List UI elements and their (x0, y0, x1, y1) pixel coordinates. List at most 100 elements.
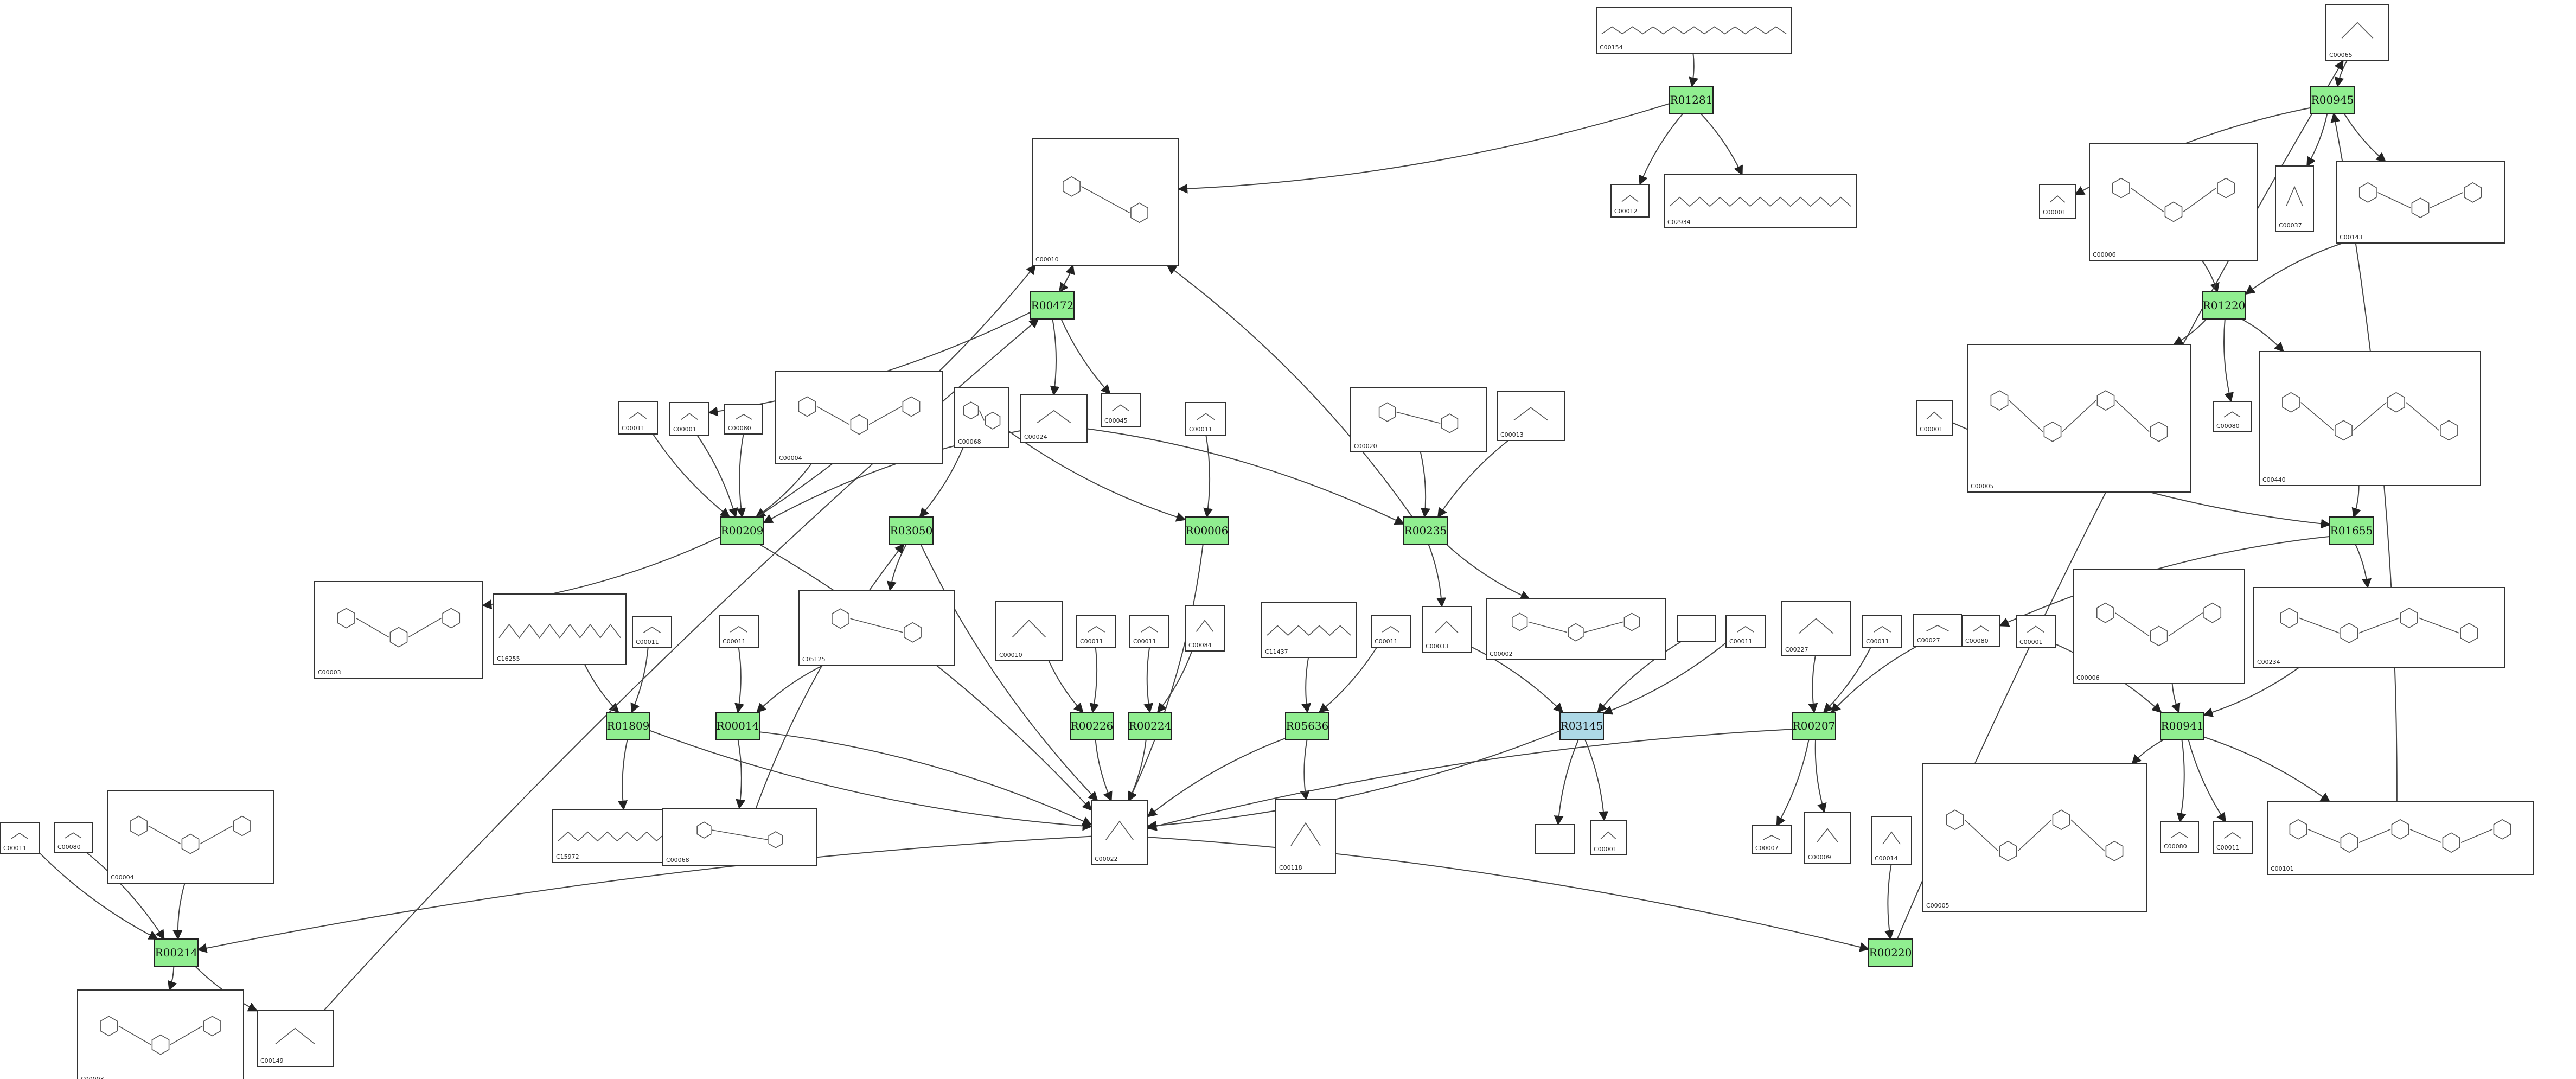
reaction-r05636[interactable]: R05636 (1285, 712, 1329, 740)
compound-label: C00006 (2076, 674, 2100, 681)
compound-c00004b[interactable]: C00004 (107, 790, 274, 884)
compound-c00003a[interactable]: C00003 (314, 581, 483, 679)
compound-c11437[interactable]: C11437 (1261, 602, 1357, 658)
compound-blank1[interactable] (1677, 615, 1716, 642)
compound-c00011a[interactable]: C00011 (618, 401, 658, 435)
compound-label: C00011 (636, 639, 659, 646)
compound-c00002[interactable]: C00002 (1486, 598, 1666, 660)
compound-c00154[interactable]: C00154 (1596, 7, 1792, 54)
reaction-r03145[interactable]: R03145 (1559, 712, 1604, 740)
compound-c00068[interactable]: C00068 (954, 387, 1009, 448)
reaction-r00941[interactable]: R00941 (2160, 712, 2204, 740)
compound-c00001d[interactable]: C00001 (2016, 615, 2056, 648)
reaction-r01220[interactable]: R01220 (2202, 291, 2246, 320)
compound-c00011f[interactable]: C00011 (1129, 615, 1169, 648)
compound-c00010[interactable]: C00010 (1032, 138, 1179, 266)
reaction-label: R00006 (1186, 524, 1229, 537)
compound-c00011c[interactable]: C00011 (632, 616, 672, 648)
structure-sketch-icon (1267, 625, 1351, 636)
compound-c00440[interactable]: C00440 (2259, 351, 2481, 486)
reaction-r00014[interactable]: R00014 (715, 712, 760, 740)
reaction-r00006[interactable]: R00006 (1185, 516, 1229, 545)
compound-c00011i[interactable]: C00011 (1862, 615, 1902, 648)
compound-c00022[interactable]: C00022 (1091, 800, 1148, 865)
edge-c_C00068b-r_R03050 (755, 543, 905, 809)
compound-c00004a[interactable]: C00004 (775, 371, 943, 464)
reaction-r00207[interactable]: R00207 (1792, 712, 1836, 740)
reaction-r00220[interactable]: R00220 (1868, 938, 1913, 967)
compound-c00080a[interactable]: C00080 (724, 404, 763, 435)
compound-c00013[interactable]: C00013 (1497, 391, 1565, 441)
compound-c00006a[interactable]: C00006 (2089, 143, 2258, 261)
structure-sketch-icon (1197, 413, 1215, 420)
compound-c05125[interactable]: C05125 (798, 590, 955, 666)
compound-box (107, 790, 274, 884)
compound-c00020[interactable]: C00020 (1350, 387, 1487, 452)
reaction-r01655[interactable]: R01655 (2329, 516, 2374, 545)
compound-c00011e[interactable]: C00011 (1076, 615, 1116, 648)
compound-c00037[interactable]: C00037 (2275, 165, 2314, 232)
compound-c00068b[interactable]: C00068 (662, 808, 817, 866)
compound-c00001a[interactable]: C00001 (2039, 184, 2076, 219)
compound-label: C00065 (2329, 52, 2353, 59)
reaction-r00226[interactable]: R00226 (1070, 712, 1114, 740)
compound-c00001e[interactable]: C00001 (1590, 820, 1627, 855)
edge-r_R05636-c_C00022 (1147, 737, 1286, 818)
compound-c00080c[interactable]: C00080 (1961, 615, 2000, 647)
compound-c00149[interactable]: C00149 (257, 1010, 334, 1067)
compound-c00014[interactable]: C00014 (1871, 816, 1912, 865)
reaction-r00224[interactable]: R00224 (1128, 712, 1172, 740)
compound-c00118[interactable]: C00118 (1275, 799, 1336, 874)
compound-c00143[interactable]: C00143 (2336, 161, 2505, 244)
compound-c00080e[interactable]: C00080 (2160, 821, 2199, 853)
reaction-r03050[interactable]: R03050 (889, 516, 934, 545)
reaction-r01281[interactable]: R01281 (1669, 86, 1714, 114)
compound-c16255[interactable]: C16255 (493, 593, 627, 665)
reaction-r00945[interactable]: R00945 (2310, 86, 2355, 114)
compound-c00234[interactable]: C00234 (2253, 587, 2505, 668)
compound-c00003b[interactable]: C00003 (77, 989, 244, 1079)
edge-r_R01220-c_C00005a (2173, 318, 2207, 345)
compound-c00001b[interactable]: C00001 (669, 402, 709, 436)
compound-c02934[interactable]: C02934 (1664, 174, 1857, 228)
compound-c00080f[interactable]: C00080 (54, 822, 93, 853)
structure-sketch-icon (1012, 620, 1046, 638)
compound-c00027[interactable]: C00027 (1913, 614, 1962, 647)
compound-c00065[interactable]: C00065 (2325, 4, 2389, 61)
compound-c00011l[interactable]: C00011 (0, 822, 40, 854)
compound-c00012[interactable]: C00012 (1610, 184, 1650, 218)
reaction-r00472[interactable]: R00472 (1030, 291, 1075, 320)
compound-c00010b[interactable]: C00010 (995, 601, 1063, 661)
compound-c00101[interactable]: C00101 (2267, 801, 2534, 875)
compound-c00005b[interactable]: C00005 (1922, 763, 2147, 912)
compound-c00024[interactable]: C00024 (1020, 394, 1088, 443)
compound-c00001c[interactable]: C00001 (1916, 400, 1953, 436)
reaction-r01809[interactable]: R01809 (606, 712, 650, 740)
compound-c00084[interactable]: C00084 (1185, 605, 1225, 652)
compound-c00080b[interactable]: C00080 (2213, 401, 2252, 432)
compound-c00006b[interactable]: C00006 (2073, 569, 2245, 684)
compound-c00011b[interactable]: C00011 (1185, 402, 1226, 436)
reaction-r00209[interactable]: R00209 (720, 516, 764, 545)
compound-box (1781, 601, 1851, 656)
edge-r_R00235-c_C00002 (1446, 544, 1531, 600)
reaction-box (1030, 291, 1075, 320)
compound-box (1922, 763, 2147, 912)
compound-c00007[interactable]: C00007 (1752, 825, 1792, 854)
compound-c00033[interactable]: C00033 (1422, 606, 1472, 653)
compound-blank2[interactable] (1535, 824, 1575, 854)
compound-c00227[interactable]: C00227 (1781, 601, 1851, 656)
compound-c00011g[interactable]: C00011 (1371, 615, 1411, 648)
compound-box (1967, 344, 2191, 493)
compound-c00009[interactable]: C00009 (1804, 812, 1851, 864)
compound-c00005a[interactable]: C00005 (1967, 344, 2191, 493)
edge-c_C00020-r_R00235 (1420, 451, 1430, 518)
compound-c00011h[interactable]: C00011 (1725, 615, 1766, 648)
compound-c00011d[interactable]: C00011 (719, 615, 759, 648)
reaction-r00235[interactable]: R00235 (1403, 516, 1448, 545)
reaction-r00214[interactable]: R00214 (154, 938, 199, 967)
compound-c00045[interactable]: C00045 (1101, 393, 1141, 427)
compound-label: C00118 (1279, 864, 1302, 871)
structure-sketch-icon (1087, 625, 1105, 633)
compound-c00011k[interactable]: C00011 (2213, 821, 2253, 854)
